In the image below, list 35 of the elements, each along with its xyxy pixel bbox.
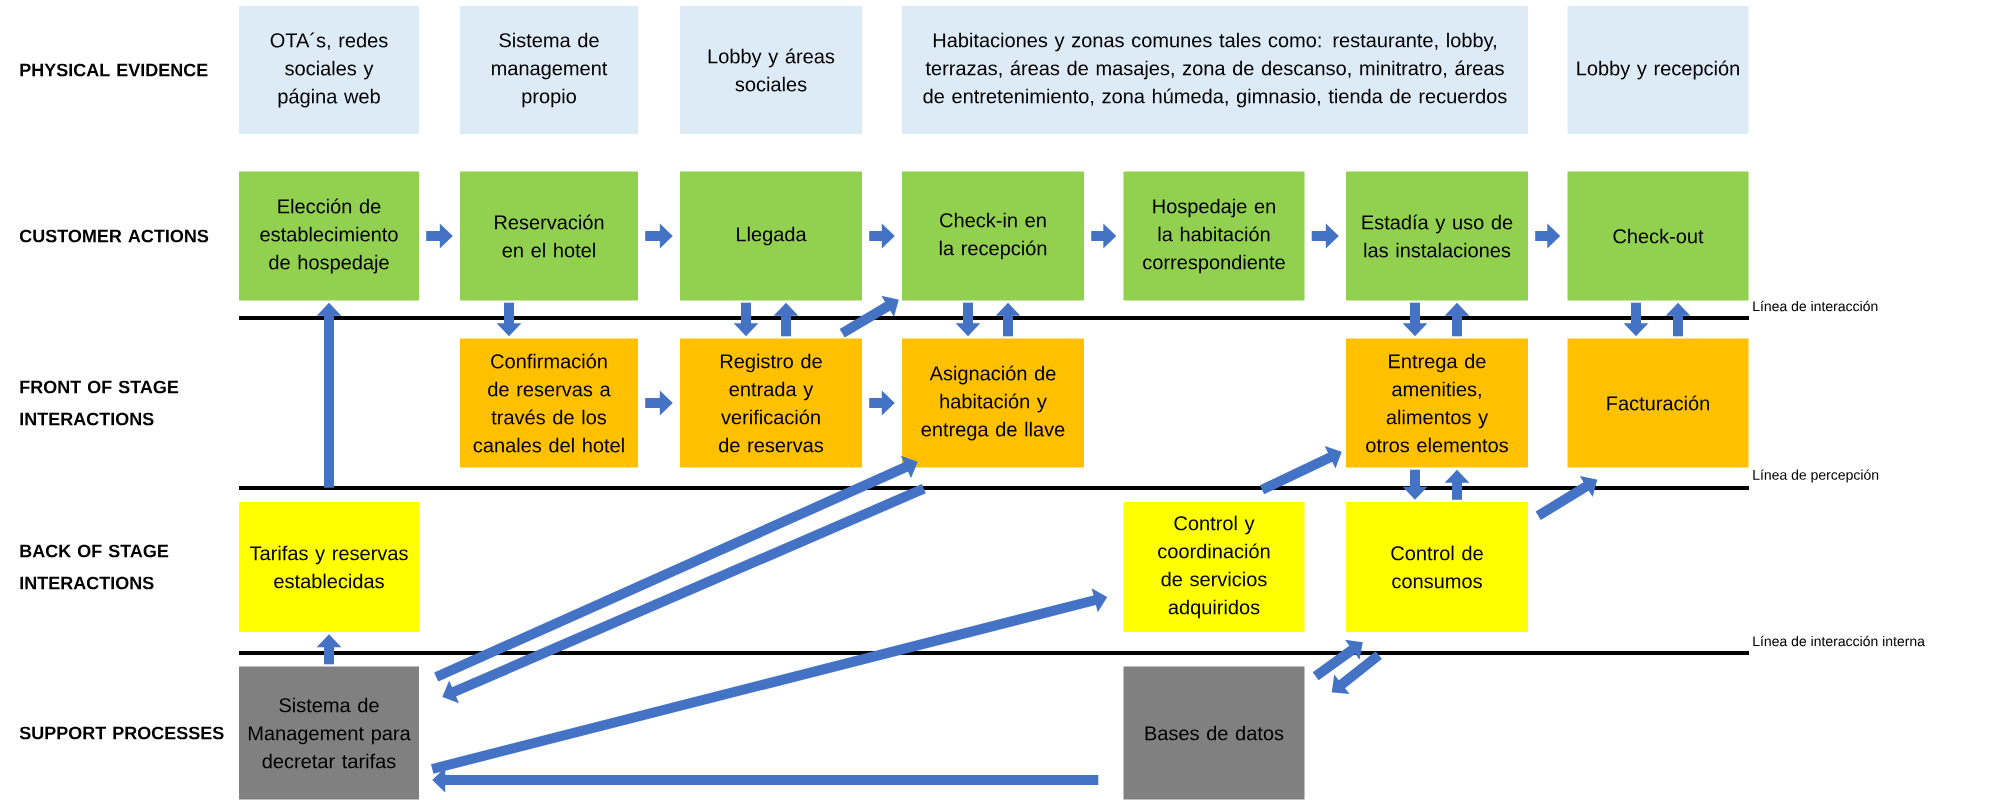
block-arrow <box>1259 446 1342 495</box>
frontstage-box: Asignación de habitación y entrega de llave <box>902 338 1084 468</box>
evidence-box: Lobby y áreas sociales <box>680 6 862 134</box>
action-box: Estadía y uso de las instalaciones <box>1346 171 1528 301</box>
action-box: Check-in en la recepción <box>902 171 1084 301</box>
backstage-box: Tarifas y reservas establecidas <box>239 502 419 632</box>
frontstage-box: Facturación <box>1567 338 1749 468</box>
evidence-box: OTA´s, redes sociales y página web <box>239 6 419 134</box>
block-arrow <box>434 455 918 682</box>
action-box: Llegada <box>680 171 862 301</box>
action-box: Elección de establecimiento de hospedaje <box>239 171 419 301</box>
evidence-box: Habitaciones y zonas comunes tales como: restaurante, lobby, terrazas, áreas de masajes, zona de descanso, minitratro, áreas de entretenimiento, zona húmeda, gimnasio, tienda de recuerdos <box>902 6 1528 134</box>
line-label: Línea de interacción interna <box>1753 635 1925 647</box>
evidence-box: Sistema de management propio <box>460 6 638 134</box>
row-label: BACK OF STAGE INTERACTIONS <box>20 544 169 590</box>
row-label: PHYSICAL EVIDENCE <box>20 63 208 77</box>
line-label: Línea de percepción <box>1753 469 1879 483</box>
frontstage-box: Registro de entrada y verificación de reservas <box>680 338 862 468</box>
evidence-box: Lobby y recepción <box>1567 6 1749 134</box>
block-arrow <box>1331 651 1382 694</box>
support-box: Bases de datos <box>1123 666 1305 800</box>
line-label: Línea de interacción <box>1753 300 1878 312</box>
backstage-box: Control y coordinación de servicios adquiridos <box>1123 502 1305 632</box>
frontstage-box: Confirmación de reservas a través de los canales del hotel <box>460 338 638 468</box>
action-box: Check-out <box>1567 171 1749 301</box>
row-label: CUSTOMER ACTIONS <box>19 229 209 243</box>
block-arrow <box>1312 639 1363 681</box>
block-arrow <box>839 295 899 338</box>
backstage-box: Control de consumos <box>1346 502 1528 632</box>
frontstage-box: Entrega de amenities, alimentos y otros elementos <box>1346 338 1528 468</box>
support-box: Sistema de Management para decretar tarifas <box>239 666 419 800</box>
action-box: Hospedaje en la habitación correspondiente <box>1123 171 1305 301</box>
row-label: FRONT OF STAGE INTERACTIONS <box>20 380 179 426</box>
action-box: Reservación en el hotel <box>460 171 638 301</box>
block-arrow <box>442 484 926 704</box>
